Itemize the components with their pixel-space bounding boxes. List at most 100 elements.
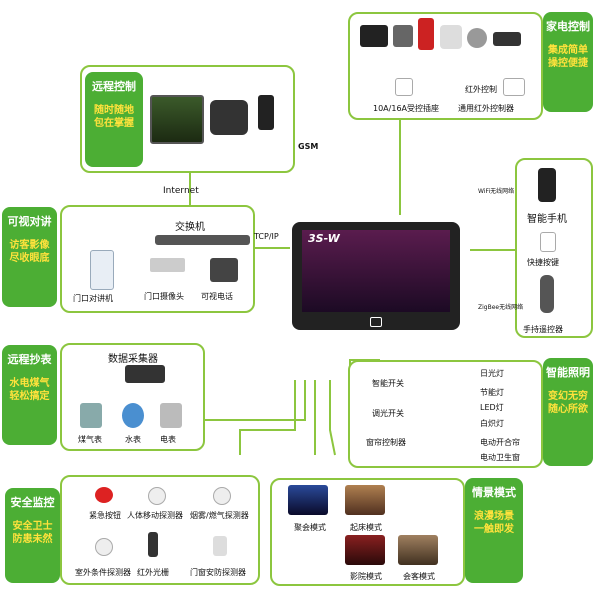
tv-icon	[360, 25, 388, 47]
lighting-control-2: 调光开关	[372, 409, 404, 418]
meter-device-2: 水表	[125, 435, 141, 444]
lighting-slogan-2: 随心所欲	[548, 404, 588, 415]
scene-mode-3: 影院模式	[350, 572, 382, 581]
appliance-slogan-2: 操控便捷	[548, 58, 588, 69]
video-intercom-title: 可视对讲	[7, 215, 52, 228]
switch-label: 交换机	[175, 222, 205, 233]
appliance-slogan-1: 集成简单	[548, 45, 588, 56]
video-phone-icon	[210, 258, 238, 282]
speaker-icon	[393, 25, 413, 47]
video-intercom-tag: 可视对讲 访客影像 尽收眼底	[2, 207, 57, 307]
controller-button[interactable]	[370, 317, 382, 327]
emergency-button-icon	[95, 487, 113, 503]
remote-control-title: 远程控制	[92, 80, 136, 93]
lighting-panel	[348, 360, 543, 468]
water-meter-icon	[122, 403, 144, 428]
remote-meter-slogan-1: 水电煤气	[9, 378, 50, 389]
quick-button-icon[interactable]	[540, 232, 556, 252]
mobile-device-2: 快捷按键	[527, 258, 559, 267]
lighting-control-1: 智能开关	[372, 379, 404, 388]
wifi-label: WiFi无线网络	[478, 188, 515, 195]
door-intercom-icon	[90, 250, 114, 290]
motion-detector-icon	[148, 487, 166, 505]
meter-device-3: 电表	[160, 435, 176, 444]
washer-icon	[440, 25, 462, 49]
infrared-barrier-icon	[148, 532, 158, 557]
mobile-device-3: 手持遥控器	[523, 325, 563, 334]
lighting-output-6: 电动卫生窗	[480, 453, 520, 462]
outdoor-detector-icon	[95, 538, 113, 556]
security-title: 安全监控	[10, 496, 55, 509]
scene-title: 情景模式	[472, 486, 516, 499]
fridge-icon	[418, 18, 434, 50]
ir-control-label: 红外控制	[465, 85, 497, 94]
lighting-control-3: 窗帘控制器	[366, 438, 406, 447]
smartphone-icon[interactable]	[538, 168, 556, 202]
remote-meter-title: 远程抄表	[7, 353, 52, 366]
security-slogan-2: 防患未然	[12, 534, 53, 545]
socket-icon	[395, 78, 413, 96]
cooker-icon	[467, 28, 487, 48]
lighting-slogan-1: 变幻无穷	[548, 391, 588, 402]
appliance-tag: 家电控制 集成简单 操控便捷	[543, 12, 593, 112]
security-device-2: 人体移动探测器	[127, 511, 183, 520]
security-device-1: 紧急按钮	[89, 511, 121, 520]
gas-meter-icon	[80, 403, 102, 428]
scene-mode-4: 会客模式	[403, 572, 435, 581]
video-intercom-device-3: 可视电话	[201, 292, 233, 301]
data-collector-icon	[125, 365, 165, 383]
handheld-remote-icon[interactable]	[540, 275, 554, 313]
lighting-output-3: LED灯	[480, 403, 504, 412]
scene-slogan-2: 一触即发	[474, 524, 514, 535]
lighting-output-2: 节能灯	[480, 388, 504, 397]
lighting-output-5: 电动开合帘	[480, 438, 520, 447]
wakeup-mode-image	[345, 485, 385, 515]
zigbee-label: ZigBee无线网络	[478, 304, 524, 311]
cinema-mode-image	[345, 535, 385, 565]
electric-meter-icon	[160, 403, 182, 428]
video-intercom-device-2: 门口摄像头	[144, 292, 184, 301]
tcp-ip-label: TCP/IP	[254, 232, 279, 241]
remote-meter-slogan-2: 轻松搞定	[9, 391, 50, 402]
appliance-device-1: 10A/16A受控插座	[373, 104, 439, 113]
remote-control-slogan-2: 包在掌握	[94, 118, 134, 129]
guest-mode-image	[398, 535, 438, 565]
switch-icon	[155, 235, 250, 245]
appliance-device-2: 通用红外控制器	[458, 104, 514, 113]
lighting-output-4: 白炽灯	[480, 419, 504, 428]
security-slogan-1: 安全卫士	[12, 521, 53, 532]
security-device-4: 室外条件探测器	[75, 568, 131, 577]
video-intercom-slogan-2: 尽收眼底	[9, 253, 50, 264]
security-device-5: 红外光栅	[137, 568, 169, 577]
meter-device-1: 煤气表	[78, 435, 102, 444]
desk-phone-icon	[210, 100, 248, 135]
gsm-label: GSM	[298, 142, 319, 151]
internet-label: Internet	[163, 186, 199, 196]
lighting-output-1: 日光灯	[480, 369, 504, 378]
lighting-tag: 智能照明 变幻无穷 随心所欲	[543, 358, 593, 466]
scene-mode-2: 起床模式	[350, 523, 382, 532]
collector-label: 数据采集器	[108, 354, 158, 365]
remote-control-slogan-1: 随时随地	[94, 105, 134, 116]
scene-mode-1: 聚会模式	[294, 523, 326, 532]
security-device-3: 烟雾/燃气探测器	[190, 511, 249, 520]
controller-screen: 3S-W	[302, 230, 450, 312]
security-device-6: 门窗安防探测器	[190, 568, 246, 577]
camera-icon	[150, 258, 185, 272]
lighting-title: 智能照明	[546, 366, 590, 379]
party-mode-image	[288, 485, 328, 515]
scene-tag: 情景模式 浪漫场景 一触即发	[465, 478, 523, 583]
scene-slogan-1: 浪漫场景	[474, 511, 514, 522]
video-intercom-device-1: 门口对讲机	[73, 294, 113, 303]
door-window-detector-icon	[213, 536, 227, 556]
ir-controller-icon	[503, 78, 525, 96]
smoke-detector-icon	[213, 487, 231, 505]
appliance-title: 家电控制	[546, 20, 590, 33]
central-controller[interactable]: 3S-W	[292, 222, 460, 330]
remote-control-tag: 远程控制 随时随地 包在掌握	[85, 72, 143, 167]
mobile-device-1: 智能手机	[527, 214, 567, 225]
laptop-icon	[150, 95, 204, 144]
security-tag: 安全监控 安全卫士 防患未然	[5, 488, 60, 583]
remote-meter-tag: 远程抄表 水电煤气 轻松搞定	[2, 345, 57, 445]
projector-icon	[493, 32, 521, 46]
